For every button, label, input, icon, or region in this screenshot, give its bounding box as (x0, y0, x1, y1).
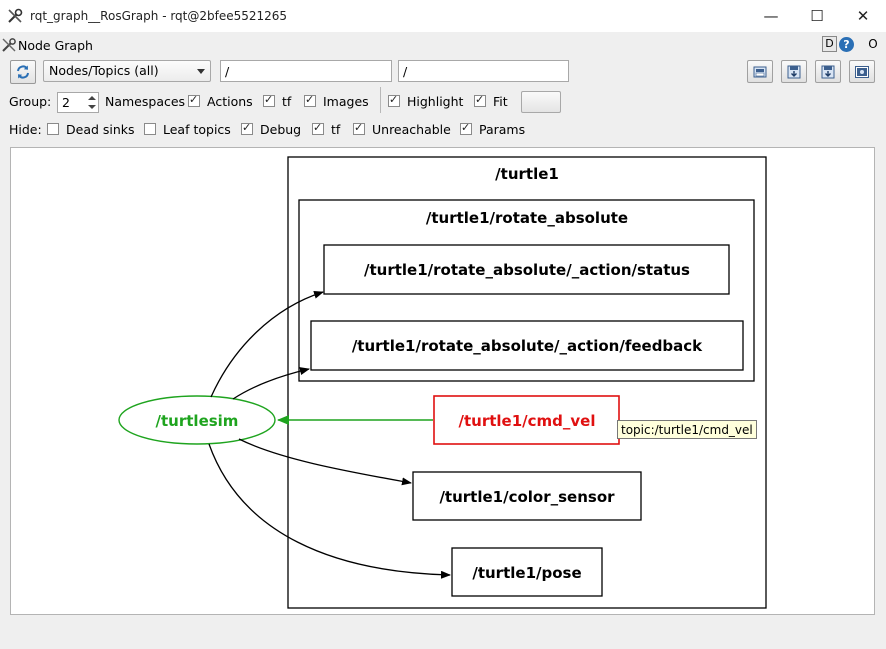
spin-up-icon[interactable] (88, 96, 96, 100)
edge-turtlesim-to-status (210, 290, 324, 398)
group-label: Group: (9, 94, 52, 109)
topic-status-label: /turtle1/rotate_absolute/_action/status (364, 261, 690, 279)
turtlesim-label: /turtlesim (156, 412, 239, 430)
ns-turtle1-box (287, 156, 767, 609)
rqt-app-icon (8, 8, 23, 23)
images-label: Images (323, 94, 369, 109)
save-svg-button[interactable] (815, 60, 841, 83)
leaf-topics-label: Leaf topics (163, 122, 231, 137)
params-checkbox[interactable] (460, 121, 472, 135)
actions-checkbox[interactable] (188, 93, 200, 107)
ns-rotate-absolute-box (298, 199, 755, 382)
tf-group-label: tf (282, 94, 292, 109)
save-svg-icon (821, 65, 835, 78)
help-icon[interactable]: ? (839, 36, 854, 52)
ros-graph: /turtle1 /turtle1/rotate_absolute /turtl… (118, 156, 767, 609)
spin-down-icon[interactable] (88, 105, 96, 109)
save-dot-icon (787, 65, 801, 78)
graph-type-select[interactable]: Nodes/Topics (all) (43, 60, 211, 82)
refresh-icon (17, 65, 29, 79)
window-titlebar: rqt_graph__RosGraph - rqt@2bfee5521265 —… (0, 0, 886, 32)
group-value: 2 (62, 95, 70, 110)
actions-label: Actions (207, 94, 253, 109)
hide-label: Hide: (9, 122, 42, 137)
edge-turtlesim-to-pose (208, 443, 451, 579)
unreachable-label: Unreachable (372, 122, 451, 137)
dock-titlebar: Node Graph D ? O (0, 33, 886, 57)
ns-turtle1-label: /turtle1 (495, 165, 559, 183)
ns-rotate-absolute-label: /turtle1/rotate_absolute (426, 209, 628, 227)
maximize-button[interactable]: ☐ (810, 7, 824, 25)
debug-checkbox[interactable] (241, 121, 253, 135)
image-icon (855, 65, 869, 78)
tf-hide-label: tf (331, 122, 341, 137)
debug-mode-button[interactable]: D (822, 36, 837, 52)
load-dot-button[interactable] (747, 60, 773, 83)
group-spinbox[interactable]: 2 (57, 92, 99, 113)
separator (380, 87, 381, 113)
options-row: Group: 2 Namespaces Actions tf Images Hi… (0, 87, 886, 113)
dead-sinks-checkbox[interactable] (47, 123, 59, 135)
topic-cmd-vel-node[interactable]: /turtle1/cmd_vel (433, 395, 620, 445)
topic-pose-label: /turtle1/pose (472, 564, 581, 582)
topic-feedback-label: /turtle1/rotate_absolute/_action/feedbac… (352, 337, 703, 355)
dock-title: Node Graph (18, 37, 93, 53)
topic-feedback-node[interactable]: /turtle1/rotate_absolute/_action/feedbac… (310, 320, 744, 371)
params-label: Params (479, 122, 526, 137)
chevron-down-icon (197, 69, 205, 74)
fit-label: Fit (493, 94, 508, 109)
namespaces-label: Namespaces (105, 94, 186, 109)
tools-icon (2, 38, 16, 52)
highlight-checkbox[interactable] (388, 93, 400, 107)
topic-pose-node[interactable]: /turtle1/pose (451, 547, 603, 597)
topic-cmd-vel-label: /turtle1/cmd_vel (459, 412, 596, 430)
save-dot-button[interactable] (781, 60, 807, 83)
highlight-label: Highlight (407, 94, 464, 109)
topic-color-sensor-label: /turtle1/color_sensor (439, 488, 615, 506)
tf-hide-checkbox[interactable] (312, 121, 324, 135)
leaf-topics-checkbox[interactable] (144, 123, 156, 135)
edge-turtlesim-to-feedback (232, 367, 310, 400)
graph-type-value: Nodes/Topics (all) (49, 63, 159, 78)
hide-row: Hide: Dead sinks Leaf topics Debug tf Un… (0, 119, 886, 141)
topic-color-sensor-node[interactable]: /turtle1/color_sensor (412, 471, 642, 521)
topic-tooltip: topic:/turtle1/cmd_vel (617, 420, 757, 439)
fit-checkbox[interactable] (474, 93, 486, 107)
node-filter-input[interactable] (220, 60, 392, 82)
edge-turtlesim-to-color-sensor (238, 438, 412, 486)
open-folder-icon (753, 66, 767, 77)
topic-status-node[interactable]: /turtle1/rotate_absolute/_action/status (323, 244, 730, 295)
tf-group-checkbox[interactable] (263, 93, 275, 107)
window-title: rqt_graph__RosGraph - rqt@2bfee5521265 (30, 9, 288, 23)
images-checkbox[interactable] (304, 93, 316, 107)
debug-label: Debug (260, 122, 302, 137)
fit-in-view-button[interactable] (521, 91, 561, 113)
dead-sinks-label: Dead sinks (66, 122, 135, 137)
save-image-button[interactable] (849, 60, 875, 83)
refresh-button[interactable] (10, 60, 36, 84)
graph-toolbar: Nodes/Topics (all) (0, 59, 886, 85)
unreachable-checkbox[interactable] (353, 121, 365, 135)
minimize-button[interactable]: — (763, 7, 779, 25)
turtlesim-node[interactable]: /turtlesim (118, 395, 276, 445)
options-button[interactable]: O (868, 37, 878, 51)
graph-canvas[interactable]: /turtle1 /turtle1/rotate_absolute /turtl… (10, 147, 875, 615)
close-button[interactable]: ✕ (856, 7, 870, 25)
topic-filter-input[interactable] (398, 60, 569, 82)
